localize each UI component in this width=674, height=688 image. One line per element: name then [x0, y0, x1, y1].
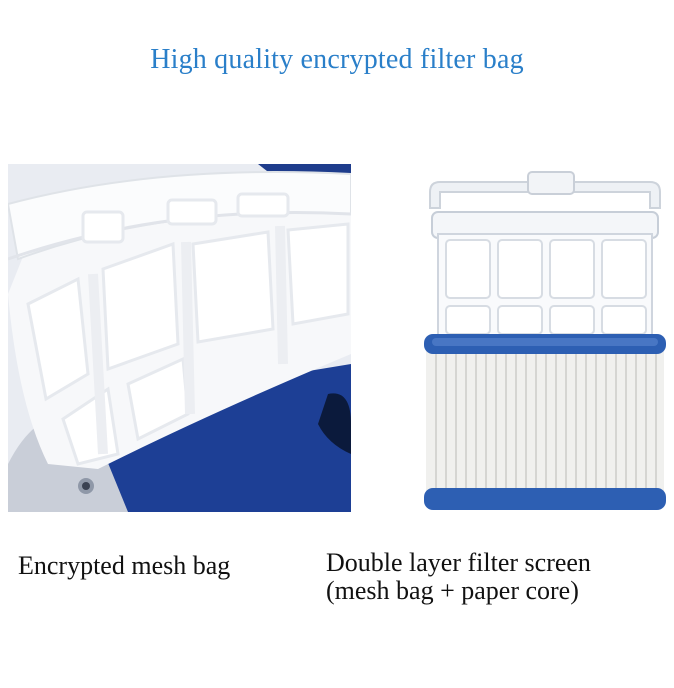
mesh-bag-photo	[8, 164, 351, 512]
caption-double-layer: Double layer filter screen (mesh bag + p…	[326, 549, 674, 605]
caption-double-layer-line1: Double layer filter screen	[326, 548, 591, 577]
mesh-bag-illustration	[8, 164, 351, 512]
caption-double-layer-line2: (mesh bag + paper core)	[326, 576, 579, 605]
caption-mesh-bag: Encrypted mesh bag	[18, 551, 231, 580]
double-layer-filter-illustration	[418, 168, 672, 514]
page-title: High quality encrypted filter bag	[150, 44, 524, 75]
double-layer-filter-photo	[418, 168, 672, 514]
